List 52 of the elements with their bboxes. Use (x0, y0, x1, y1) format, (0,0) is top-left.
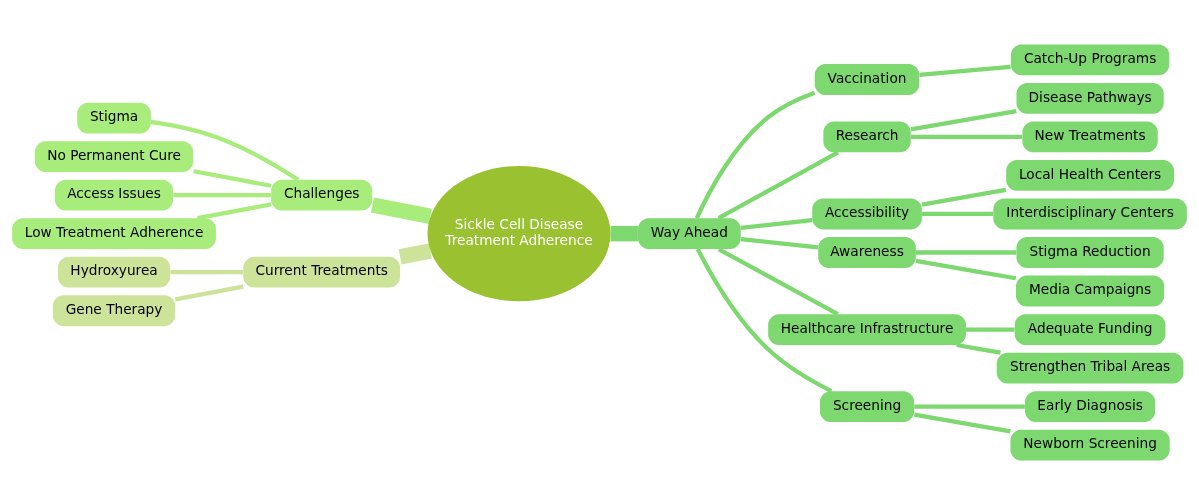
connector (174, 284, 244, 302)
connector (197, 201, 272, 220)
node-box: Way Ahead (638, 217, 741, 249)
node-box: No Permanent Cure (34, 140, 194, 172)
node-box: Disease Pathways (1016, 82, 1164, 114)
node-box: Low Treatment Adherence (12, 217, 216, 249)
connector (398, 242, 432, 264)
node-box: Stigma Reduction (1016, 236, 1164, 268)
node-ellipse: Sickle Cell Disease Treatment Adherence (427, 165, 611, 301)
node-box: Newborn Screening (1010, 429, 1170, 461)
node-box: Accessibility (812, 198, 922, 229)
node-box: Research (823, 121, 911, 152)
connector (740, 217, 813, 230)
node-box: Gene Therapy (52, 294, 176, 326)
connector (610, 225, 638, 241)
node-box: Current Treatments (243, 256, 401, 288)
connector (170, 269, 244, 274)
node-box: Screening (819, 390, 915, 422)
connector (910, 134, 1023, 139)
connector (910, 108, 1017, 132)
connector (173, 192, 271, 197)
node-box: Interdisciplinary Centers (993, 198, 1187, 229)
connector (921, 187, 1007, 207)
connector (717, 150, 839, 220)
node-box: Media Campaigns (1016, 275, 1165, 306)
node-box: Stigma (77, 102, 151, 133)
node-box: Catch-Up Programs (1010, 43, 1170, 75)
node-box: Challenges (271, 179, 373, 211)
connector (915, 249, 1017, 255)
connector (740, 236, 819, 249)
node-box: Access Issues (54, 179, 174, 211)
connector (695, 247, 833, 393)
node-box: Strengthen Tribal Areas (996, 352, 1184, 383)
connector (694, 90, 816, 219)
node-box: New Treatments (1022, 121, 1158, 152)
connector (193, 168, 272, 188)
node-box: Vaccination (814, 63, 920, 95)
connector (913, 412, 1011, 434)
connector (965, 326, 1015, 332)
node-box: Healthcare Infrastructure (768, 313, 966, 345)
node-box: Local Health Centers (1006, 159, 1174, 191)
node-box: Hydroxyurea (57, 256, 171, 288)
connector (370, 196, 432, 224)
connector (914, 404, 1025, 409)
connector (150, 119, 300, 181)
connector (922, 211, 994, 216)
connector (915, 258, 1017, 280)
node-box: Early Diagnosis (1025, 390, 1156, 422)
node-box: Adequate Funding (1014, 313, 1166, 345)
connector (956, 342, 1001, 355)
node-box: Awareness (818, 236, 916, 268)
connector (919, 64, 1011, 77)
